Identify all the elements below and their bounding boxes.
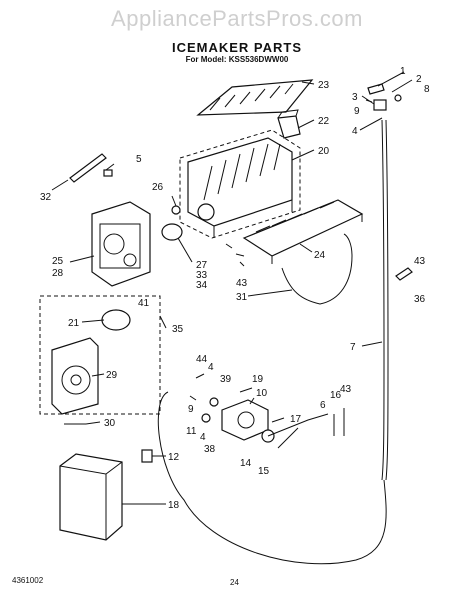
part-18 [59, 453, 123, 541]
callout-5: 5 [136, 154, 142, 165]
diagram-title: ICEMAKER PARTS [171, 40, 303, 55]
part-12 [141, 449, 153, 463]
part-valve [157, 373, 387, 565]
callout-43-right: 43 [414, 256, 426, 267]
part-29 [51, 337, 99, 415]
callout-8: 8 [424, 84, 430, 95]
callout-33: 33 [196, 270, 208, 281]
part-36 [395, 267, 413, 281]
callout-35: 35 [172, 324, 184, 335]
part-5 [103, 169, 113, 177]
callout-31: 31 [236, 292, 248, 303]
part-lower-right [333, 408, 345, 436]
callout-11: 11 [186, 426, 197, 437]
callout-32: 32 [40, 192, 52, 203]
callout-41: 41 [138, 298, 150, 309]
part-motor-housing [91, 201, 151, 287]
part-tray [242, 199, 364, 264]
callout-36: 36 [414, 294, 426, 305]
callout-1: 1 [400, 66, 406, 77]
callout-14: 14 [240, 458, 252, 469]
part-21 [101, 309, 131, 331]
callout-6: 6 [320, 400, 326, 411]
callout-10: 10 [256, 388, 268, 399]
part-ejector [196, 79, 314, 116]
callout-4-valve: 4 [200, 432, 206, 443]
callout-16: 16 [330, 390, 342, 401]
model-subtitle: For Model: KSS536DWW00 [185, 55, 289, 64]
leader-lines [51, 71, 413, 505]
footer-page-number: 24 [230, 578, 239, 587]
callout-19: 19 [252, 374, 264, 385]
part-fill-tube [381, 119, 385, 481]
callout-20: 20 [318, 146, 330, 157]
callout-22: 22 [318, 116, 330, 127]
callout-43-lower: 43 [340, 384, 352, 395]
part-bail-wire [281, 233, 353, 305]
part-35-group [39, 295, 161, 415]
callout-30: 30 [104, 418, 116, 429]
callout-3: 3 [352, 92, 358, 103]
callout-23: 23 [318, 80, 330, 91]
callout-25: 25 [52, 256, 64, 267]
callout-43: 43 [236, 278, 248, 289]
part-22 [277, 109, 301, 139]
callout-24: 24 [314, 250, 326, 261]
callout-44: 44 [196, 354, 208, 365]
callout-21: 21 [68, 318, 80, 329]
callout-27: 27 [196, 260, 208, 271]
callout-29: 29 [106, 370, 118, 381]
callout-39: 39 [220, 374, 232, 385]
callout-17: 17 [290, 414, 302, 425]
part-mold [179, 129, 301, 239]
callout-34: 34 [196, 280, 208, 291]
part-32 [69, 153, 107, 183]
callout-4: 4 [352, 126, 358, 137]
watermark: AppliancePartsPros.com [111, 6, 363, 31]
callout-2: 2 [416, 74, 422, 85]
callout-labels: 1 2 3 4 5 6 7 8 9 10 11 12 14 15 16 17 1… [40, 66, 430, 511]
callout-9-lower: 9 [188, 404, 194, 415]
part-fittings [365, 83, 402, 111]
callout-7: 7 [350, 342, 356, 353]
part-17 [277, 427, 299, 449]
callout-4-lower: 4 [208, 362, 214, 373]
footer-code: 4361002 [12, 576, 44, 585]
callout-26: 26 [152, 182, 164, 193]
callout-15: 15 [258, 466, 270, 477]
callout-9: 9 [354, 106, 360, 117]
callout-12: 12 [168, 452, 180, 463]
callout-18: 18 [168, 500, 180, 511]
callout-28: 28 [52, 268, 64, 279]
callout-38: 38 [204, 444, 216, 455]
